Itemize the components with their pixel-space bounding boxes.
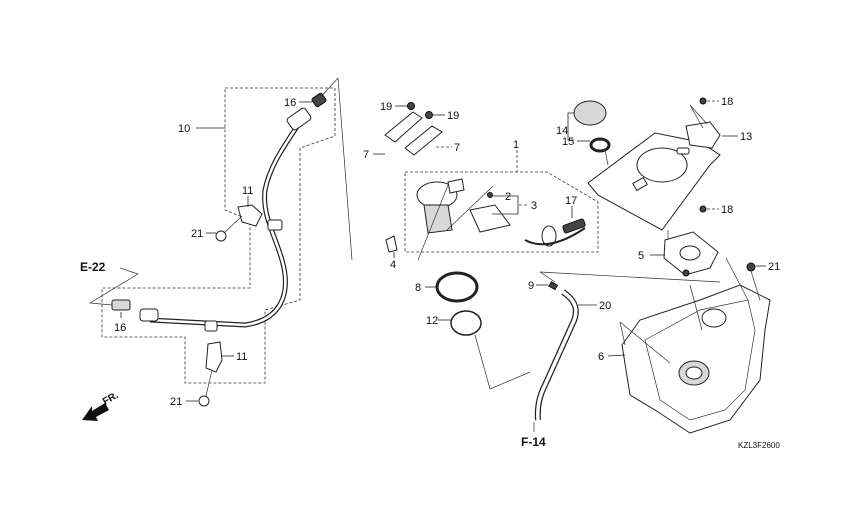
diagram-code: KZL3F2600: [738, 441, 780, 450]
callout-7: 7: [363, 149, 369, 161]
callout-19: 19: [380, 101, 392, 113]
float-17: [541, 225, 557, 247]
callout-5: 5: [638, 250, 644, 262]
clamp-11-upper: [237, 204, 263, 227]
cable-end-upper: [286, 107, 312, 131]
clamp-11-lower: [205, 341, 223, 373]
screw-2: [487, 192, 493, 198]
bolt-21-upper: [215, 230, 227, 242]
clip-9: [548, 281, 559, 291]
connector-17: [562, 218, 586, 234]
leader-line: [337, 77, 353, 261]
part-16-upper: [311, 92, 327, 108]
cable-grommet-lower: [204, 320, 218, 332]
filter-plate-3: [469, 204, 511, 233]
cable-grommet: [267, 219, 283, 231]
group-outline-1: [404, 171, 599, 253]
bolt-21-right: [746, 262, 756, 272]
part-16-lower: [111, 299, 131, 311]
nut-19-left: [407, 102, 415, 110]
callout-7: 7: [454, 142, 460, 154]
callout-8: 8: [415, 282, 421, 294]
group-outline-10: [101, 87, 336, 384]
reference-f14[interactable]: F-14: [521, 435, 546, 449]
reference-e22[interactable]: E-22: [80, 260, 106, 274]
cover-slot: [632, 176, 648, 192]
callout-11: 11: [242, 185, 253, 197]
callout-4: 4: [390, 259, 396, 271]
tank-filler-port: [701, 308, 727, 328]
callout-16: 16: [114, 322, 126, 334]
callout-19: 19: [447, 110, 459, 122]
bracket-plate-7-right: [404, 125, 443, 156]
callout-14: 14: [556, 125, 568, 137]
fuel-cap-14: [573, 100, 607, 126]
cable-assembly-group: [88, 77, 353, 407]
nut-19-right: [425, 111, 433, 119]
wire-harness-17: [524, 227, 586, 246]
bracket-plate-7-left: [384, 111, 423, 143]
bolt-4: [385, 235, 398, 253]
cable-end-lower: [139, 308, 159, 322]
bolt-18-lower: [699, 205, 707, 213]
callout-11: 11: [236, 351, 247, 363]
callout-13: 13: [740, 131, 752, 143]
o-ring-12: [450, 310, 482, 336]
callout-16: 16: [284, 97, 296, 109]
callout-21: 21: [768, 261, 780, 273]
callout-17: 17: [565, 195, 577, 207]
callout-1: 1: [513, 139, 519, 151]
fuel-tank-group: [619, 231, 771, 434]
bolt-21-lower: [198, 395, 210, 407]
callout-21: 21: [170, 396, 182, 408]
callout-12: 12: [426, 315, 438, 327]
callout-10: 10: [178, 123, 190, 135]
filler-neck-drain: [682, 269, 690, 277]
fuel-pump-connector: [447, 178, 465, 194]
seal-8: [435, 271, 479, 303]
callout-15: 15: [562, 136, 574, 148]
callout-20: 20: [599, 300, 611, 312]
gasket-15: [589, 137, 611, 153]
callout-18: 18: [721, 204, 733, 216]
tank-cover-group: [573, 97, 721, 245]
callout-21: 21: [191, 228, 203, 240]
callout-6: 6: [598, 351, 604, 363]
fuel-pump-group: [404, 171, 599, 261]
callout-2: 2: [505, 191, 511, 203]
front-direction-arrow: FR.: [82, 390, 121, 421]
callout-9: 9: [528, 280, 534, 292]
inner-cover-13: [685, 121, 721, 149]
cover-slot-2: [676, 147, 690, 155]
callout-3: 3: [531, 200, 537, 212]
filler-neck-opening: [679, 245, 701, 261]
callout-18: 18: [721, 96, 733, 108]
cover-opening: [636, 147, 688, 183]
arrow-icon: [82, 403, 109, 421]
bolt-18-upper: [699, 97, 707, 105]
direction-label: FR.: [101, 390, 121, 408]
bracket-group: [384, 102, 443, 156]
